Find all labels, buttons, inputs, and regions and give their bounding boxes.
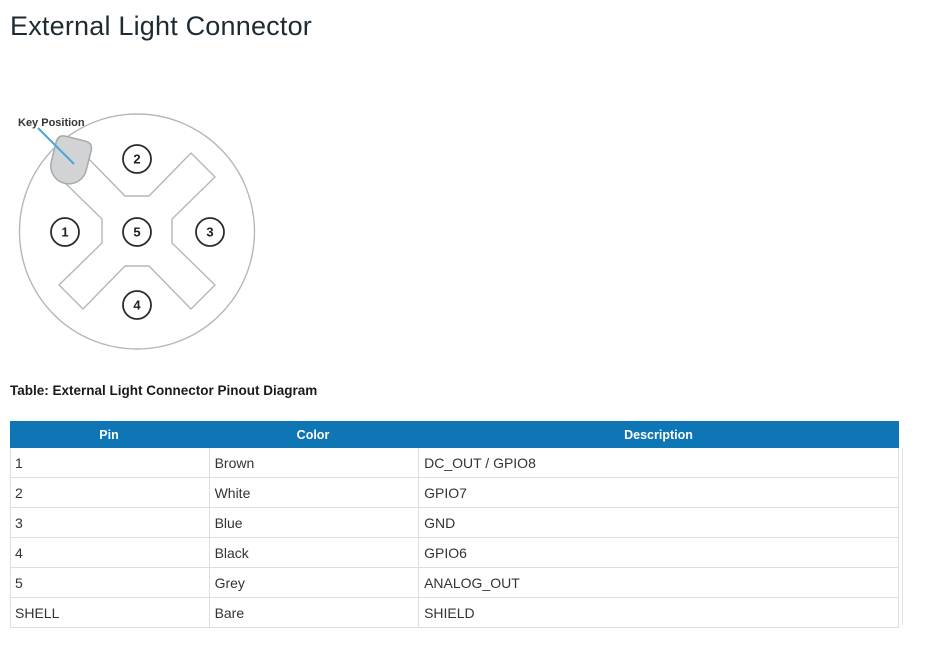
table-row: 3 Blue GND bbox=[10, 508, 899, 538]
table-row: 2 White GPIO7 bbox=[10, 478, 899, 508]
pin-1: 1 bbox=[50, 217, 80, 247]
column-header-color: Color bbox=[296, 427, 330, 442]
cell-color: Grey bbox=[208, 568, 419, 597]
table-row: SHELL Bare SHIELD bbox=[10, 598, 899, 628]
key-position-label: Key Position bbox=[18, 117, 85, 129]
cell-pin: 2 bbox=[15, 484, 23, 501]
pin-4-number: 4 bbox=[133, 298, 141, 313]
pin-2: 2 bbox=[122, 144, 152, 174]
table-header-row: Pin Color Description bbox=[10, 421, 899, 448]
cell-description: SHIELD bbox=[418, 598, 898, 627]
key-leader-line bbox=[37, 127, 75, 165]
cell-description: GPIO7 bbox=[418, 478, 898, 507]
cell-color: White bbox=[208, 478, 419, 507]
cell-pin: 3 bbox=[15, 514, 23, 531]
page-title: External Light Connector bbox=[10, 11, 312, 41]
pin-3-number: 3 bbox=[206, 225, 213, 240]
table-caption: Table: External Light Connector Pinout D… bbox=[10, 383, 318, 398]
cell-description: DC_OUT / GPIO8 bbox=[418, 448, 898, 477]
pin-4-circle bbox=[122, 290, 152, 320]
column-header-description: Description bbox=[624, 427, 693, 442]
cell-pin: SHELL bbox=[15, 604, 60, 621]
table-body: 1 Brown DC_OUT / GPIO8 2 White GPIO7 3 B… bbox=[10, 448, 899, 628]
connector-diagram-svg: Key Position 1 2 3 4 bbox=[18, 113, 256, 350]
table-row: 5 Grey ANALOG_OUT bbox=[10, 568, 899, 598]
pin-5-circle bbox=[122, 217, 152, 247]
table-row: 1 Brown DC_OUT / GPIO8 bbox=[10, 448, 899, 478]
pin-4: 4 bbox=[122, 290, 152, 320]
table-row: 4 Black GPIO6 bbox=[10, 538, 899, 568]
cell-description: ANALOG_OUT bbox=[418, 568, 898, 597]
cell-description: GPIO6 bbox=[418, 538, 898, 567]
pin-2-circle bbox=[122, 144, 152, 174]
cell-pin: 1 bbox=[15, 454, 23, 471]
pin-5-number: 5 bbox=[133, 225, 140, 240]
pin-2-number: 2 bbox=[133, 152, 140, 167]
pin-1-circle bbox=[50, 217, 80, 247]
pin-1-number: 1 bbox=[61, 225, 68, 240]
cell-pin: 4 bbox=[15, 544, 23, 561]
pinout-table: Pin Color Description 1 Brown DC_OUT / G… bbox=[10, 421, 899, 628]
table-right-track-line bbox=[902, 448, 903, 625]
pin-3-circle bbox=[195, 217, 225, 247]
cell-description: GND bbox=[418, 508, 898, 537]
pin-5: 5 bbox=[122, 217, 152, 247]
connector-pinout-diagram: Key Position 1 2 3 4 bbox=[10, 105, 270, 361]
cell-color: Blue bbox=[208, 508, 419, 537]
cell-color: Bare bbox=[208, 598, 419, 627]
pin-3: 3 bbox=[195, 217, 225, 247]
column-header-pin: Pin bbox=[99, 427, 119, 442]
cell-pin: 5 bbox=[15, 574, 23, 591]
cell-color: Black bbox=[208, 538, 419, 567]
cell-color: Brown bbox=[208, 448, 419, 477]
